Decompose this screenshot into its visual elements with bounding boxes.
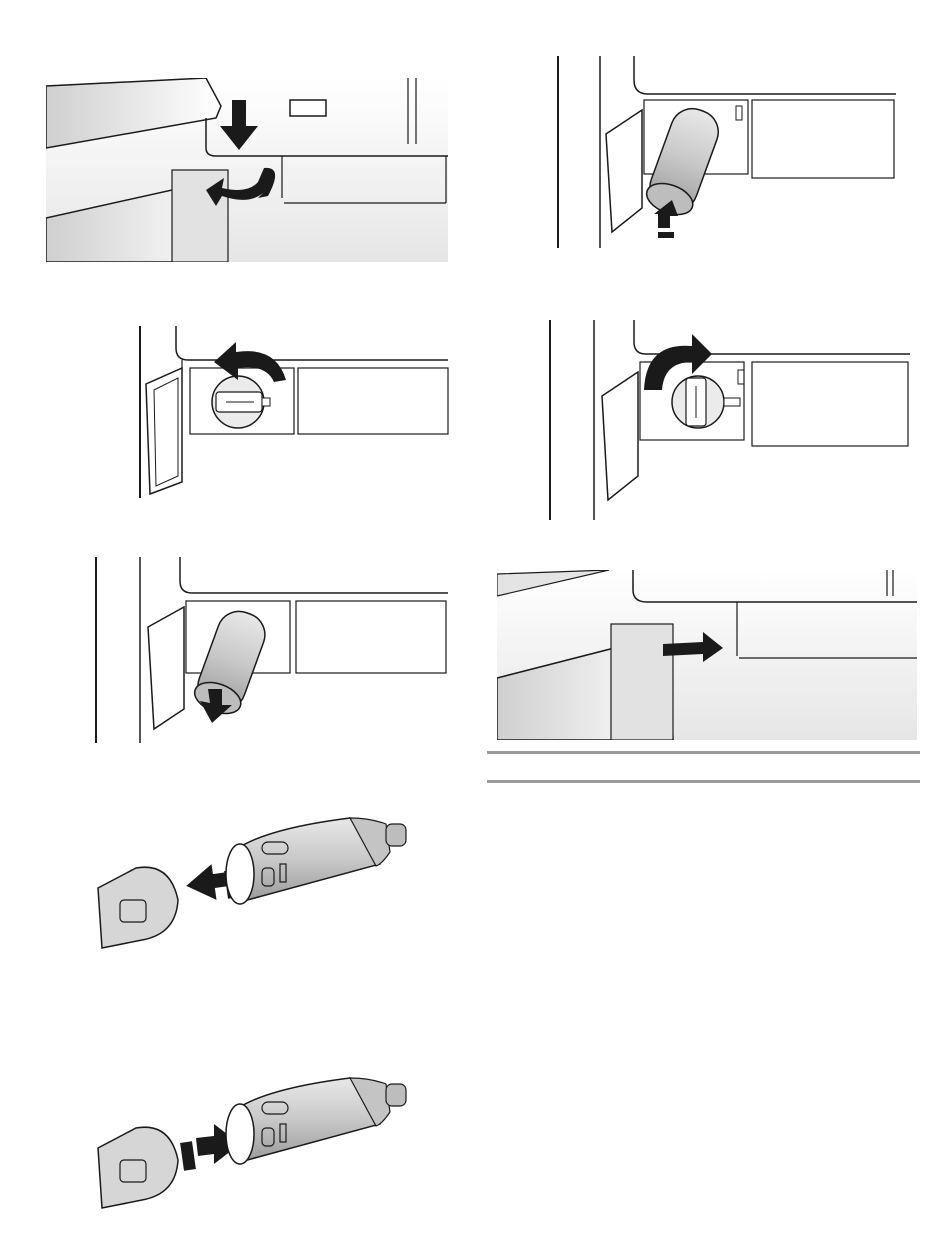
figure-step-4: [90, 808, 420, 958]
figure-step-8: [497, 570, 917, 740]
figure-step-2: [126, 322, 450, 502]
figure-step-1: [46, 78, 448, 262]
figure-step-7: [546, 318, 910, 522]
lower-and-open-crisper-drawer-illustration: [46, 78, 448, 262]
remove-cap-from-filter-illustration: [90, 808, 420, 958]
section-divider-bottom: [487, 780, 920, 783]
figure-step-5: [90, 1068, 420, 1218]
section-divider-top: [487, 751, 920, 754]
attach-cap-to-new-filter-illustration: [90, 1068, 420, 1218]
insert-new-filter-illustration: [554, 54, 896, 250]
pull-filter-out-illustration: [92, 553, 448, 747]
turn-filter-cap-counterclockwise-illustration: [126, 322, 450, 502]
figure-step-6: [554, 54, 896, 250]
close-crisper-drawer-illustration: [497, 570, 917, 740]
figure-step-3: [92, 553, 448, 747]
turn-filter-cap-clockwise-illustration: [546, 318, 910, 522]
